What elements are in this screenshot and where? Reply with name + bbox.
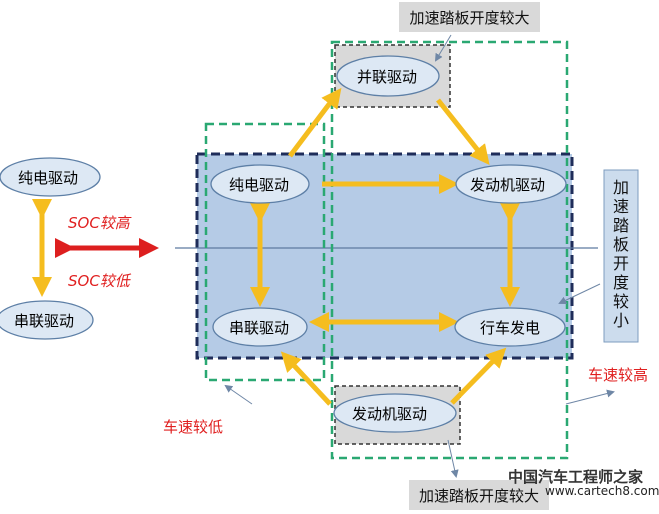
left-ev-label: 纯电驱动	[18, 169, 79, 187]
speed-low-label: 车速较低	[163, 418, 224, 436]
left-series-node	[0, 300, 94, 340]
soc-low-label: SOC较低	[68, 272, 130, 290]
pointer-top-accel	[434, 34, 452, 62]
parallel-label: 并联驱动	[357, 68, 418, 86]
left-series-label: 串联驱动	[14, 312, 75, 330]
watermark-brand: 中国汽车工程师之家	[508, 468, 644, 486]
right-accel-char: 度	[612, 273, 629, 292]
pointer-speed-high	[565, 389, 615, 405]
top-accel-label: 加速踏板开度较大	[399, 2, 540, 32]
right-accel-box	[603, 169, 639, 343]
parallel-drive-node	[336, 55, 440, 97]
left-ev-node	[0, 157, 101, 197]
outer-engine-drive-node	[333, 393, 457, 433]
pointer-bottom-accel	[447, 439, 459, 478]
series-drive-node	[212, 307, 308, 347]
watermark-url: www.cartech8.com	[545, 484, 659, 498]
bottom-accel-label: 加速踏板开度较大	[409, 480, 549, 510]
pointer-right-accel	[558, 283, 601, 305]
right-accel-char: 开	[612, 254, 629, 273]
right-accel-label: 加 速 踏 板 开 度 较 小	[604, 178, 638, 330]
engine-drive-node	[455, 164, 567, 204]
center-ev-label: 纯电驱动	[229, 176, 290, 194]
right-accel-char: 小	[612, 311, 629, 330]
transition-arrows	[32, 87, 520, 406]
speed-high-label: 车速较高	[588, 366, 649, 384]
right-accel-char: 板	[612, 235, 629, 254]
outer-engine-label: 发动机驱动	[352, 405, 428, 423]
right-accel-char: 踏	[612, 216, 629, 235]
charging-node	[454, 307, 566, 347]
pointer-speed-low	[224, 384, 253, 405]
soc-high-label: SOC较高	[68, 214, 130, 232]
low-speed-dashed-box	[204, 122, 326, 382]
arrow-ev-to-parallel	[288, 87, 342, 158]
center-charge-label: 行车发电	[480, 319, 541, 337]
high-speed-dashed-box	[330, 40, 569, 460]
right-accel-char: 速	[612, 197, 629, 216]
arrow-engine-to-charge	[450, 347, 507, 405]
arrow-engine-to-series	[280, 351, 332, 406]
arrow-parallel-to-engine	[436, 98, 490, 166]
pointer-arrows	[224, 34, 615, 478]
center-engine-label: 发动机驱动	[470, 176, 546, 194]
right-accel-char: 加	[612, 178, 629, 197]
right-accel-char: 较	[612, 292, 629, 311]
center-series-label: 串联驱动	[229, 319, 290, 337]
ev-drive-node	[210, 164, 310, 204]
